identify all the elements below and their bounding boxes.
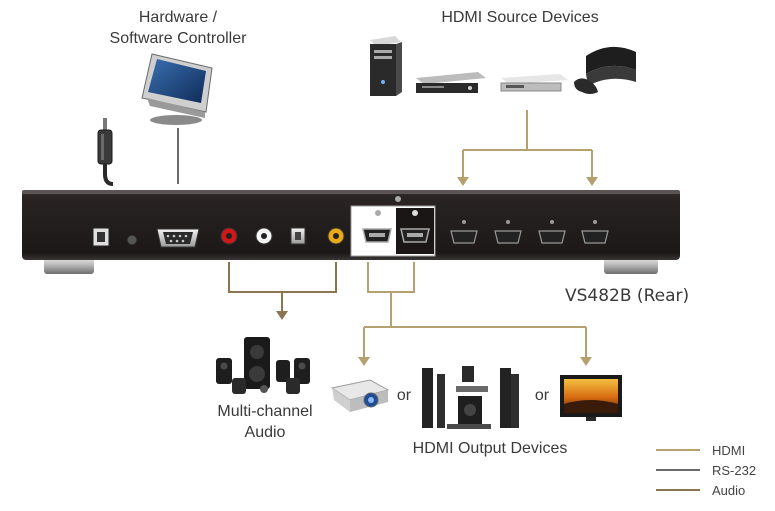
outputs-label: HDMI Output Devices: [412, 440, 568, 457]
projector-icon: [330, 379, 390, 412]
hdmi-output-arrows: [358, 357, 592, 366]
legend-swatch-audio: [656, 489, 700, 491]
legend-swatch-rs232: [656, 469, 700, 471]
or-label-1: or: [396, 387, 412, 404]
hdmi-source-arrows: [457, 177, 598, 186]
legend-label-rs232: RS-232: [712, 462, 757, 478]
or-label-2: or: [534, 387, 550, 404]
hdmi-output-lines: [363, 262, 587, 358]
dvd-player-icon: [416, 72, 486, 93]
controller-label-line1: Hardware /: [138, 9, 218, 26]
audio-label-line2: Audio: [244, 424, 286, 441]
hdmi-source-lines: [462, 110, 593, 178]
legend-swatch-hdmi: [656, 449, 700, 451]
set-top-box-icon: [500, 74, 568, 92]
legend-item-hdmi: HDMI: [656, 441, 745, 459]
legend-label-audio: Audio: [712, 482, 746, 498]
touch-panel-icon: [141, 53, 213, 125]
home-theater-icon: [422, 366, 519, 429]
controller-label-line2: Software Controller: [109, 30, 247, 47]
model-label: VS482B (Rear): [565, 286, 690, 306]
legend-label-hdmi: HDMI: [712, 442, 746, 458]
audio-label-line1: Multi-channel: [217, 403, 313, 420]
legend-item-audio: Audio: [656, 481, 745, 499]
audio-lines: [228, 262, 337, 312]
sources-label: HDMI Source Devices: [441, 9, 599, 26]
game-console-icon: [574, 46, 636, 94]
pc-tower-icon: [370, 36, 402, 96]
power-adapter-icon: [97, 118, 114, 186]
audio-arrow: [276, 311, 288, 320]
tv-icon: [560, 375, 622, 421]
vs482b-device: [22, 190, 680, 274]
speaker-system-icon: [216, 337, 310, 394]
legend-item-rs232: RS-232: [656, 461, 756, 479]
